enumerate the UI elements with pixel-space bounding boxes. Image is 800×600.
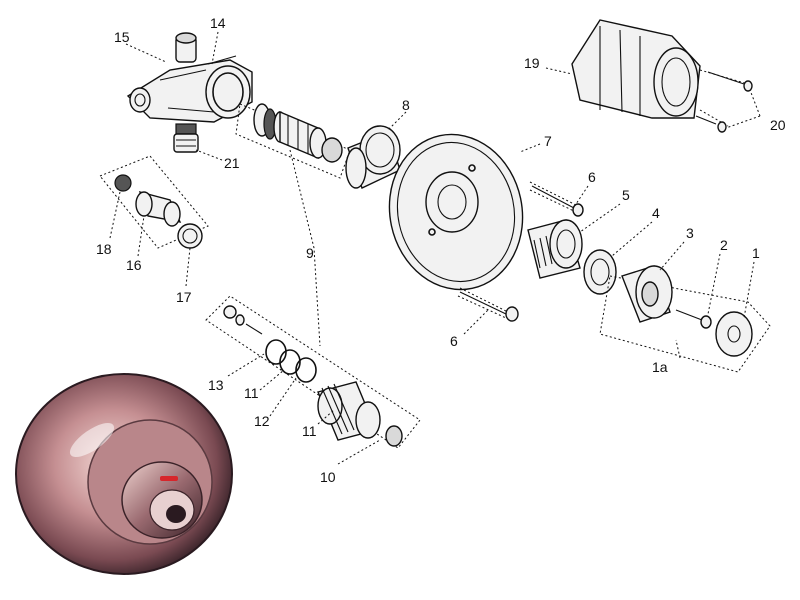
- label-part-10: 10: [320, 469, 336, 485]
- label-part-13: 13: [208, 377, 224, 393]
- handle-assembly: [599, 265, 771, 373]
- label-part-14: 14: [210, 15, 226, 31]
- label-part-3: 3: [686, 225, 694, 241]
- label-part-11-lower: 11: [302, 423, 317, 439]
- label-part-19: 19: [524, 55, 540, 71]
- ring: [583, 249, 617, 295]
- label-part-16: 16: [126, 257, 142, 273]
- adapter: [527, 219, 583, 279]
- label-part-17: 17: [176, 289, 192, 305]
- escutcheon-plate: [388, 133, 524, 291]
- valve-body: [126, 32, 253, 153]
- label-part-1a: 1a: [652, 359, 668, 375]
- label-part-2: 2: [720, 237, 728, 253]
- label-part-6-upper: 6: [588, 169, 596, 185]
- label-part-5: 5: [622, 187, 630, 203]
- sleeve: [345, 125, 401, 189]
- cartridge-upper: [235, 103, 351, 179]
- label-part-18: 18: [96, 241, 112, 257]
- label-part-4: 4: [652, 205, 660, 221]
- label-part-15: 15: [114, 29, 130, 45]
- label-part-11-upper: 11: [244, 385, 259, 401]
- label-part-20: 20: [770, 117, 786, 133]
- label-part-12: 12: [254, 413, 270, 429]
- label-part-21: 21: [224, 155, 240, 171]
- leader-lines: [109, 31, 761, 465]
- label-part-1: 1: [752, 245, 760, 261]
- label-part-6-lower: 6: [450, 333, 458, 349]
- screw-lower: [457, 287, 519, 322]
- diverter-stem: [99, 155, 209, 249]
- label-part-9: 9: [306, 245, 314, 261]
- housing: [571, 19, 753, 133]
- screw-upper: [529, 181, 584, 217]
- cartridge-lower: [205, 295, 421, 449]
- label-part-8: 8: [402, 97, 410, 113]
- part-labels: 1 1a 2 3 4 5 6 6 7 8 9 10 11 11 12 13 14…: [96, 15, 786, 485]
- label-part-7: 7: [544, 133, 552, 149]
- product-photo: [15, 373, 233, 575]
